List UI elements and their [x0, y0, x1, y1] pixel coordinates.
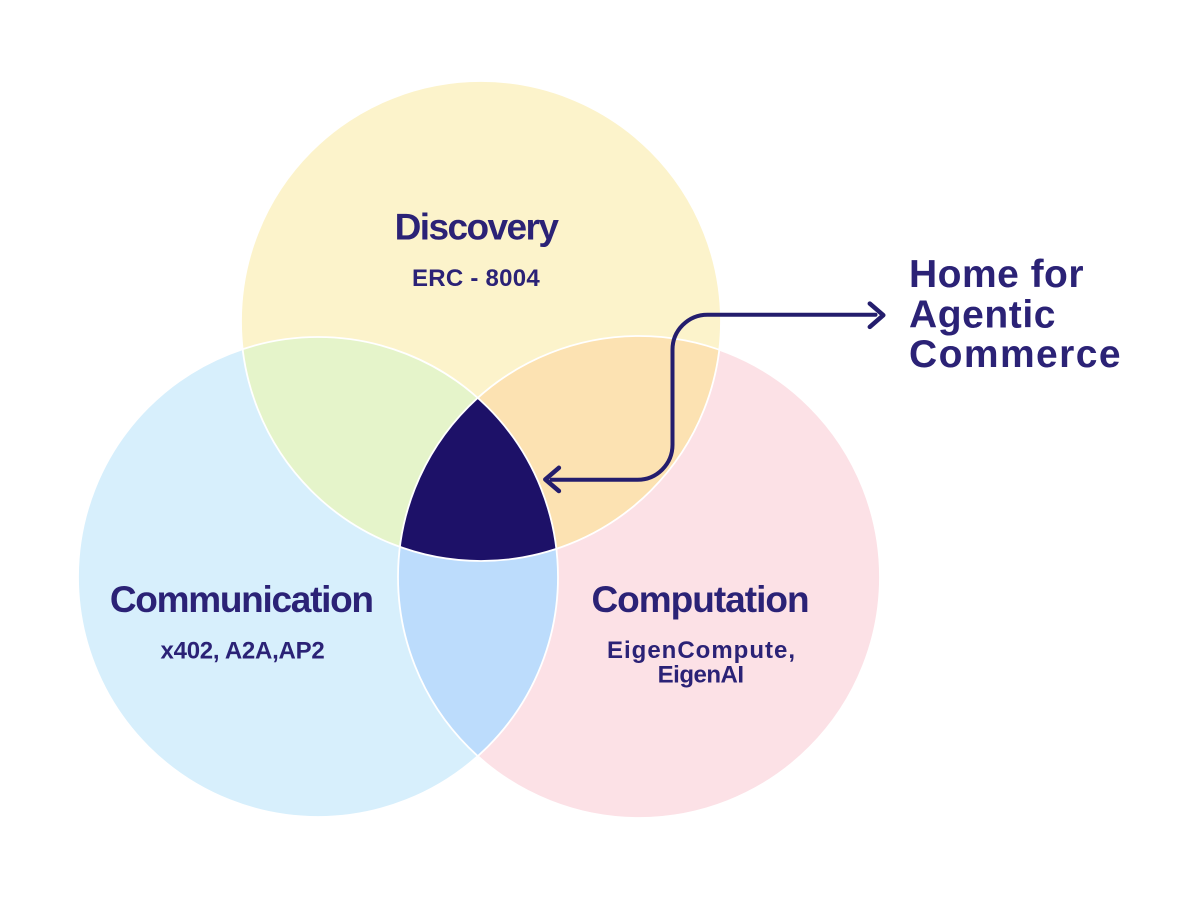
- svg-text:EigenCompute,: EigenCompute,: [607, 637, 796, 664]
- svg-text:Agentic: Agentic: [909, 294, 1056, 337]
- svg-text:Communication: Communication: [110, 579, 373, 620]
- svg-text:x402, A2A,AP2: x402, A2A,AP2: [161, 638, 325, 665]
- svg-text:Home for: Home for: [909, 253, 1084, 296]
- svg-text:ERC - 8004: ERC - 8004: [412, 265, 540, 292]
- svg-text:EigenAI: EigenAI: [658, 661, 744, 688]
- svg-text:Computation: Computation: [591, 579, 808, 620]
- svg-text:Commerce: Commerce: [909, 333, 1122, 376]
- svg-text:Discovery: Discovery: [395, 207, 560, 248]
